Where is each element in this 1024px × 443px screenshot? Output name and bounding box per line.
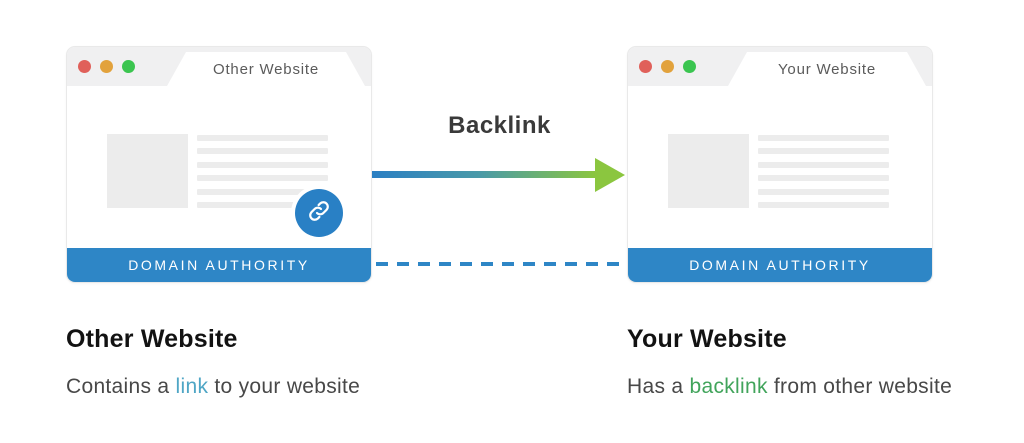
- backlink-label: Backlink: [448, 112, 551, 139]
- caption-text: Has a backlink from other website: [627, 375, 1024, 399]
- tab-title: Your Website: [778, 60, 876, 78]
- text-line: [758, 135, 889, 141]
- domain-authority-bar: DOMAIN AUTHORITY: [628, 248, 932, 282]
- caption-heading: Your Website: [627, 325, 787, 353]
- caption-text-suffix: from other website: [767, 375, 953, 398]
- window-content: [67, 86, 371, 248]
- traffic-light-dots: [639, 60, 696, 73]
- domain-authority-label: DOMAIN AUTHORITY: [128, 257, 310, 273]
- window-header: Other Website: [67, 47, 371, 86]
- caption-text-suffix: to your website: [208, 375, 361, 398]
- image-placeholder: [107, 134, 188, 208]
- image-placeholder: [668, 134, 749, 208]
- link-icon: [307, 199, 331, 228]
- arrow-head-icon: [595, 158, 625, 192]
- your-website-window: Your Website DOMAIN AUTHORITY: [627, 46, 933, 283]
- caption-heading: Other Website: [66, 325, 238, 353]
- text-line: [197, 188, 328, 195]
- caption-other-website: Other Website Contains a link to your we…: [66, 325, 496, 399]
- traffic-light-orange-icon: [661, 60, 674, 73]
- text-line: [758, 161, 889, 168]
- link-badge: [295, 189, 343, 237]
- window-content: [628, 86, 932, 248]
- caption-your-website: Your Website Has a backlink from other w…: [627, 325, 1024, 399]
- text-line: [197, 201, 328, 208]
- window-tab: Other Website: [167, 52, 365, 86]
- caption-highlight-backlink: backlink: [689, 375, 768, 398]
- backlink-arrow-line: [372, 171, 596, 178]
- text-line: [758, 175, 889, 182]
- domain-authority-bar: DOMAIN AUTHORITY: [67, 248, 371, 282]
- traffic-light-red-icon: [639, 60, 652, 73]
- text-line: [758, 148, 889, 155]
- domain-authority-label: DOMAIN AUTHORITY: [689, 257, 871, 273]
- caption-text-prefix: Contains a: [66, 375, 176, 398]
- caption-text: Contains a link to your website: [66, 375, 496, 399]
- traffic-light-green-icon: [122, 60, 135, 73]
- window-tab: Your Website: [728, 52, 926, 86]
- text-line: [758, 201, 889, 208]
- other-website-window: Other Website: [66, 46, 372, 283]
- text-line: [197, 148, 328, 155]
- traffic-light-green-icon: [683, 60, 696, 73]
- text-placeholder-lines: [758, 135, 889, 208]
- caption-highlight-link: link: [175, 375, 209, 398]
- text-line: [758, 188, 889, 195]
- traffic-light-dots: [78, 60, 135, 73]
- traffic-light-orange-icon: [100, 60, 113, 73]
- text-line: [197, 161, 328, 168]
- text-line: [197, 175, 328, 182]
- text-line: [197, 135, 328, 141]
- window-header: Your Website: [628, 47, 932, 86]
- tab-title: Other Website: [213, 60, 319, 78]
- text-placeholder-lines: [197, 135, 328, 208]
- domain-authority-connector: [376, 262, 626, 266]
- traffic-light-red-icon: [78, 60, 91, 73]
- caption-text-prefix: Has a: [627, 375, 690, 398]
